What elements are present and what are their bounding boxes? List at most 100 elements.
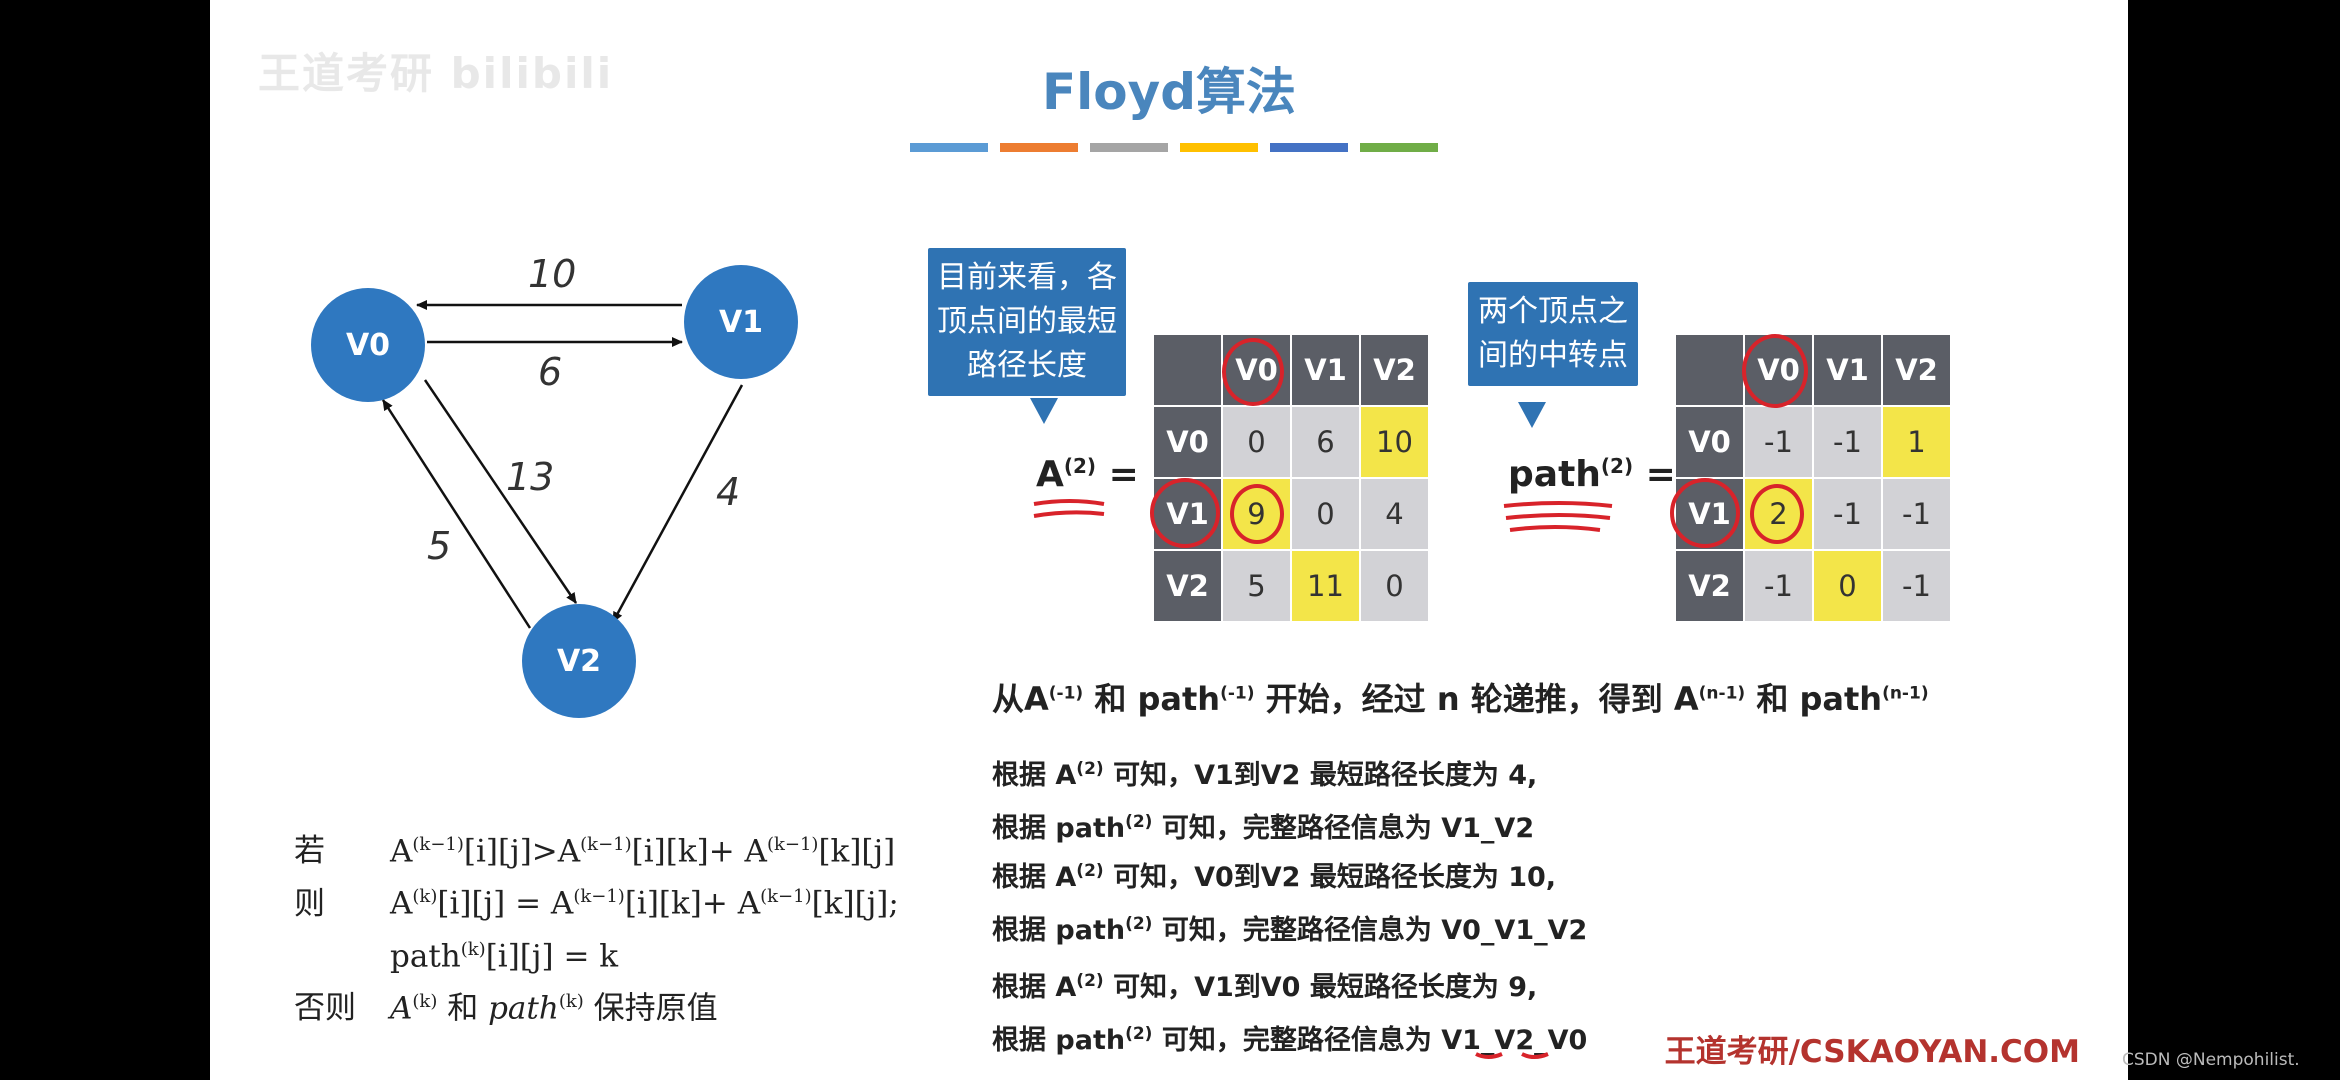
summary-line: 从A(-1) 和 path(-1) 开始，经过 n 轮递推，得到 A(n-1) … [992, 674, 1929, 720]
col-header: V2 [1881, 333, 1952, 407]
example-sup: (2) [1076, 759, 1104, 779]
formula-text: [i][k]+ A [624, 885, 761, 922]
formula-text: path [488, 990, 559, 1027]
matrix-cell: 0 [1359, 549, 1430, 623]
formula-sup: (k−1) [766, 834, 819, 855]
example-text: 根据 path [992, 1025, 1126, 1056]
matrix-cell: -1 [1812, 405, 1883, 479]
formula-text: 和 [437, 990, 489, 1027]
formula-keyword: 否则 [294, 990, 356, 1027]
example-sup: (2) [1125, 914, 1153, 934]
red-underline [1033, 499, 1105, 518]
example-sup: (2) [1076, 971, 1104, 991]
matrix-cell: 1 [1881, 405, 1952, 479]
example-text: 根据 path [992, 813, 1126, 844]
example-sup: (2) [1125, 1024, 1153, 1044]
title-bar-segment [1000, 143, 1078, 152]
matrix-path-sup: (2) [1600, 454, 1634, 478]
example-block: 根据 A(2) 可知，V1到V2 最短路径长度为 4, 根据 path(2) 可… [992, 746, 1537, 852]
summary-sup: (n-1) [1698, 683, 1746, 704]
example-block: 根据 A(2) 可知，V1到V0 最短路径长度为 9, 根据 path(2) 可… [992, 958, 1587, 1064]
example-text: 可知，V1到V2 最短路径长度为 4, [1103, 760, 1538, 791]
example-line: 根据 path(2) 可知，完整路径信息为 V1_V2 [992, 799, 1537, 852]
summary-sup: (-1) [1220, 683, 1255, 704]
edge-weight-label: 4 [716, 470, 741, 514]
callout-line: 目前来看，各 [937, 260, 1117, 295]
matrix-corner [1152, 333, 1223, 407]
example-text: 根据 A [992, 972, 1077, 1003]
matrix-cell: -1 [1812, 477, 1883, 551]
formula-sup: (k−1) [573, 886, 625, 908]
formula-keyword: 则 [294, 885, 325, 922]
matrix-path: V0 V1 V2 V0 -1 -1 1 V1 2 -1 -1 V2 -1 0 -… [1674, 333, 1952, 623]
node-v0: V0 [311, 288, 425, 402]
example-block: 根据 A(2) 可知，V0到V2 最短路径长度为 10, 根据 path(2) … [992, 848, 1587, 954]
callout-tail [1518, 402, 1546, 428]
matrix-cell: 0 [1221, 405, 1292, 479]
matrix-a: V0 V1 V2 V0 0 6 10 V1 9 0 4 V2 5 11 0 [1152, 333, 1430, 623]
matrix-cell: 5 [1221, 549, 1292, 623]
callout-line: 两个顶点之 [1478, 294, 1628, 329]
node-v2: V2 [522, 604, 636, 718]
formula-keyword: 若 [294, 833, 325, 870]
edge-v2-v0 [381, 399, 532, 629]
formula-text: A [390, 885, 413, 922]
red-circle [1150, 478, 1220, 548]
example-text: 可知，V0到V2 最短路径长度为 10, [1103, 862, 1557, 893]
matrix-corner [1674, 333, 1745, 407]
matrix-cell: -1 [1881, 477, 1952, 551]
formula-sup: (k) [412, 990, 438, 1012]
title-bar-segment [1270, 143, 1348, 152]
formula-text: [i][j]>A [463, 833, 581, 870]
edge-weight-label: 13 [506, 455, 555, 499]
row-header: V2 [1152, 549, 1223, 623]
example-text: 可知，V1到V0 最短路径长度为 9, [1103, 972, 1538, 1003]
matrix-cell: 10 [1359, 405, 1430, 479]
example-sup: (2) [1125, 812, 1153, 832]
formula-sup: (k) [460, 938, 486, 960]
col-header: V1 [1290, 333, 1361, 407]
formula-sup: (k) [412, 886, 438, 908]
matrix-cell: 6 [1290, 405, 1361, 479]
formula-text: [k][j]; [811, 885, 899, 922]
title-bar-segment [1360, 143, 1438, 152]
formula-path-line: path(k)[i][j] = k [294, 927, 899, 979]
equals-sign: = [1108, 454, 1139, 495]
row-header: V2 [1674, 549, 1745, 623]
red-underline [1503, 501, 1613, 532]
summary-part: 开始，经过 n 轮递推，得到 A [1254, 680, 1699, 718]
red-circle [1742, 334, 1808, 408]
example-line: 根据 A(2) 可知，V0到V2 最短路径长度为 10, [992, 848, 1587, 901]
red-circle [1222, 338, 1284, 406]
matrix-cell: 0 [1812, 549, 1883, 623]
matrix-a-label: A(2) = [1036, 454, 1139, 495]
callout-tail [1030, 398, 1058, 424]
matrix-a-symbol: A [1036, 454, 1064, 495]
col-header: V1 [1812, 333, 1883, 407]
brand-logo-text: 王道考研/CSKAOYAN.COM [1664, 1034, 2080, 1070]
matrix-path-label: path(2) = [1508, 454, 1676, 495]
callout-line: 顶点间的最短 [937, 304, 1117, 339]
row-header: V0 [1674, 405, 1745, 479]
example-text: 根据 A [992, 862, 1077, 893]
edge-weight-label: 6 [538, 350, 563, 394]
matrix-cell: -1 [1881, 549, 1952, 623]
row-header: V0 [1152, 405, 1223, 479]
summary-sup: (n-1) [1882, 683, 1929, 704]
example-line: 根据 path(2) 可知，完整路径信息为 V1_V2_V0 [992, 1011, 1587, 1064]
formula-sup: (k) [558, 990, 584, 1012]
edge-v0-v2 [423, 379, 578, 604]
formula-sup: (k−1) [580, 834, 632, 855]
example-line: 根据 A(2) 可知，V1到V2 最短路径长度为 4, [992, 746, 1537, 799]
title-bar-segment [910, 143, 988, 152]
example-text: 可知，完整路径信息为 V1_V2_V0 [1152, 1025, 1588, 1056]
formula-text: [k][j] [818, 833, 896, 870]
matrix-a-sup: (2) [1063, 454, 1097, 478]
example-text: 根据 path [992, 915, 1126, 946]
summary-sup: (-1) [1048, 683, 1084, 704]
slide-title: Floyd算法 [1041, 63, 1297, 121]
